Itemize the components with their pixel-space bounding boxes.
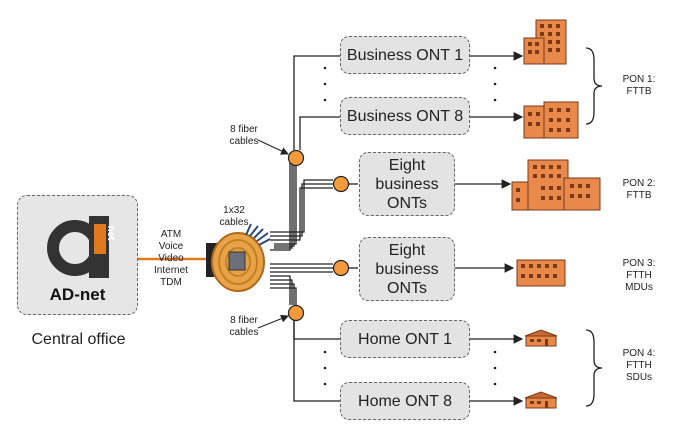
business-ont-8: Business ONT 8 bbox=[340, 97, 470, 135]
service-item: Internet bbox=[154, 265, 188, 276]
pon-1-label: PON 1:FTTB bbox=[622, 74, 656, 97]
brace-pon4 bbox=[585, 329, 603, 407]
ellipsis-dots bbox=[323, 66, 497, 386]
logo-badge: net bbox=[105, 225, 116, 241]
node-pon1 bbox=[287, 149, 305, 167]
home-ont-1: Home ONT 1 bbox=[340, 320, 470, 358]
central-office-label: Central office bbox=[31, 331, 126, 348]
office-building-icon bbox=[523, 101, 579, 139]
office-building-icon bbox=[523, 19, 567, 65]
apartment-building-icon bbox=[516, 259, 566, 287]
central-office-box bbox=[17, 195, 138, 315]
brace-pon1 bbox=[585, 47, 603, 125]
node-pon2 bbox=[332, 175, 350, 193]
services-list: ATM Voice Video Internet TDM bbox=[150, 229, 192, 289]
pon-2-label: PON 2:FTTB bbox=[622, 178, 656, 201]
fiber-label-top: 8 fiber cables bbox=[229, 124, 259, 147]
fiber-label-bottom: 8 fiber cables bbox=[229, 315, 259, 338]
home-ont-8: Home ONT 8 bbox=[340, 382, 470, 420]
logo-text: AD-net bbox=[49, 285, 106, 304]
business-ont-1: Business ONT 1 bbox=[340, 36, 470, 74]
splitter-spool-icon bbox=[206, 223, 271, 292]
node-pon3 bbox=[332, 259, 350, 277]
service-item: TDM bbox=[160, 277, 182, 288]
splitter-label: 1x32 cables bbox=[219, 205, 249, 228]
house-icon bbox=[524, 391, 558, 409]
service-item: Video bbox=[158, 253, 184, 264]
eight-business-onts-pon2: Eight business ONTs bbox=[359, 152, 455, 216]
eight-business-onts-pon3: Eight business ONTs bbox=[359, 237, 455, 301]
service-item: Voice bbox=[158, 241, 184, 252]
office-complex-icon bbox=[511, 159, 601, 211]
adnet-logo-icon bbox=[47, 216, 109, 278]
trunk-pon1 bbox=[270, 158, 291, 251]
node-pon4 bbox=[287, 304, 305, 322]
service-item: ATM bbox=[160, 229, 182, 240]
house-icon bbox=[524, 329, 558, 347]
